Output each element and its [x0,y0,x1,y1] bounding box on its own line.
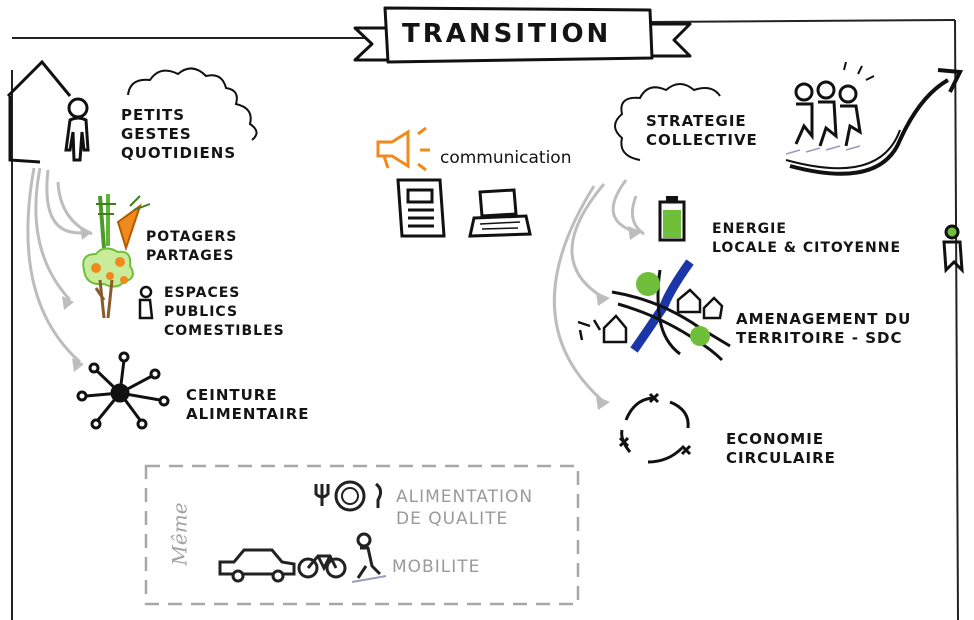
rising-arrow-icon [789,78,950,176]
item-label: publics [164,304,239,320]
item-label: locale & citoyenne [712,240,902,256]
right-item-amenagement: Amenagement du territoire - SDC [736,310,911,348]
page-frame [11,19,959,620]
box-item-alimentation: Alimentation de qualite [396,486,533,530]
left-item-espaces: Espaces publics comestibles [164,284,285,341]
left-item-potagers: Potagers partages [146,228,237,266]
box-side-label: Même [167,502,192,566]
battery-icon [658,196,686,242]
territory-map-icon [577,259,731,362]
house-person-icon [6,59,90,164]
bottom-dashed-box [144,464,580,606]
small-person-icon [138,285,154,320]
right-flow-arrows [552,179,645,404]
title-banner [353,6,692,64]
item-label: Espaces [164,285,241,301]
item-label: de qualite [396,509,509,529]
right-heading-line: Strategie [646,112,747,130]
right-heading-line: collective [646,131,758,149]
newspaper-icon [396,178,446,238]
item-label: Ceinture [186,386,278,404]
communication-label: communication [440,148,572,168]
left-heading: Petits gestes quotidiens [121,106,236,163]
item-label: alimentaire [186,405,310,423]
circular-arrows-icon [618,392,692,464]
item-label: Economie [726,430,825,448]
citizen-person-icon [942,224,964,274]
ground-hatching [785,145,861,155]
item-label: partages [146,248,235,264]
left-heading-line: Petits [121,106,186,124]
rising-arrow-edge [785,129,901,170]
page-title: TRANSITION [402,19,612,49]
item-label: circulaire [726,449,836,467]
network-icon [76,351,170,430]
item-label: Energie [712,221,787,237]
walker-icon [351,532,387,583]
megaphone-icon [376,126,430,172]
item-label: comestibles [164,323,285,339]
plate-cutlery-icon [314,480,383,512]
item-label: territoire - SDC [736,329,903,347]
right-item-economie: Economie circulaire [726,430,836,468]
right-heading: Strategie collective [646,112,758,150]
right-arrowheads [596,226,642,410]
car-icon [218,548,296,583]
left-item-ceinture: Ceinture alimentaire [186,386,310,424]
left-heading-line: quotidiens [121,144,237,162]
cloud-left-icon [127,67,258,141]
group-people-icon [794,61,875,147]
left-arrowheads [62,226,92,372]
fruit-tree-icon [82,247,134,319]
vegetables-icon [96,194,151,252]
rising-arrowhead-icon [937,68,964,93]
item-label: Amenagement du [736,310,912,328]
laptop-icon [468,188,532,238]
bike-icon [297,554,347,579]
right-item-energie: Energie locale & citoyenne [712,220,901,258]
item-label: Potagers [146,229,238,245]
cloud-right-icon [614,83,721,161]
box-item-mobilite: Mobilite [392,557,481,577]
left-heading-line: gestes [121,125,192,143]
item-label: Alimentation [396,487,534,507]
